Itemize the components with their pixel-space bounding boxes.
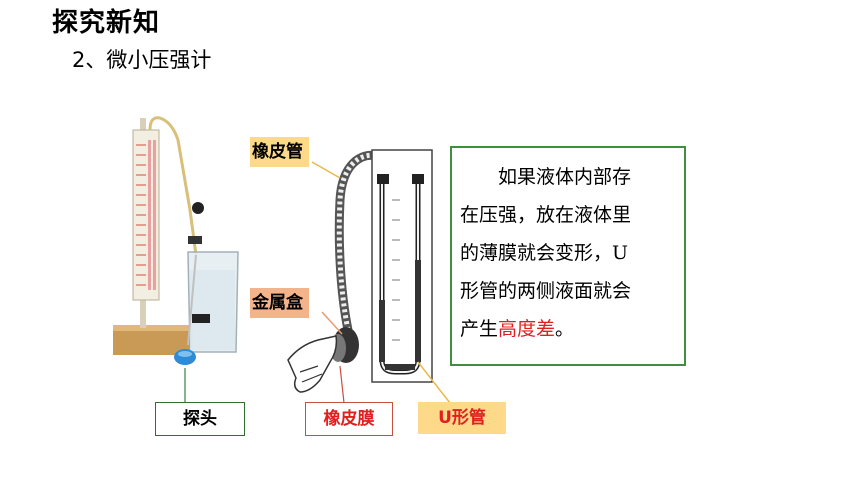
description-text: 。 <box>555 318 575 340</box>
description-line: 如果液体内部存 <box>498 166 632 188</box>
label-metal-box: 金属盒 <box>250 288 309 318</box>
page-title: 探究新知 <box>52 8 161 38</box>
label-rubber-membrane: 橡皮膜 <box>305 402 393 436</box>
description-box: 如果液体内部存 在压强，放在液体里 的薄膜就会变形，U 形管的两侧液面就会 产生… <box>450 146 686 366</box>
highlight-height-difference: 高度差 <box>498 318 556 340</box>
description-line: 的薄膜就会变形，U <box>460 242 629 264</box>
label-u-tube: U形管 <box>418 402 506 434</box>
label-probe: 探头 <box>155 402 245 436</box>
description-line: 形管的两侧液面就会 <box>460 280 632 302</box>
gauge-schematic <box>287 149 451 404</box>
label-rubber-tube: 橡皮管 <box>250 137 309 167</box>
description-line: 产生高度差。 <box>460 310 674 348</box>
section-subtitle: 2、微小压强计 <box>72 48 212 72</box>
gauge-photo <box>113 116 239 403</box>
description-text: 产生 <box>460 318 499 340</box>
description-line: 在压强，放在液体里 <box>460 204 632 226</box>
